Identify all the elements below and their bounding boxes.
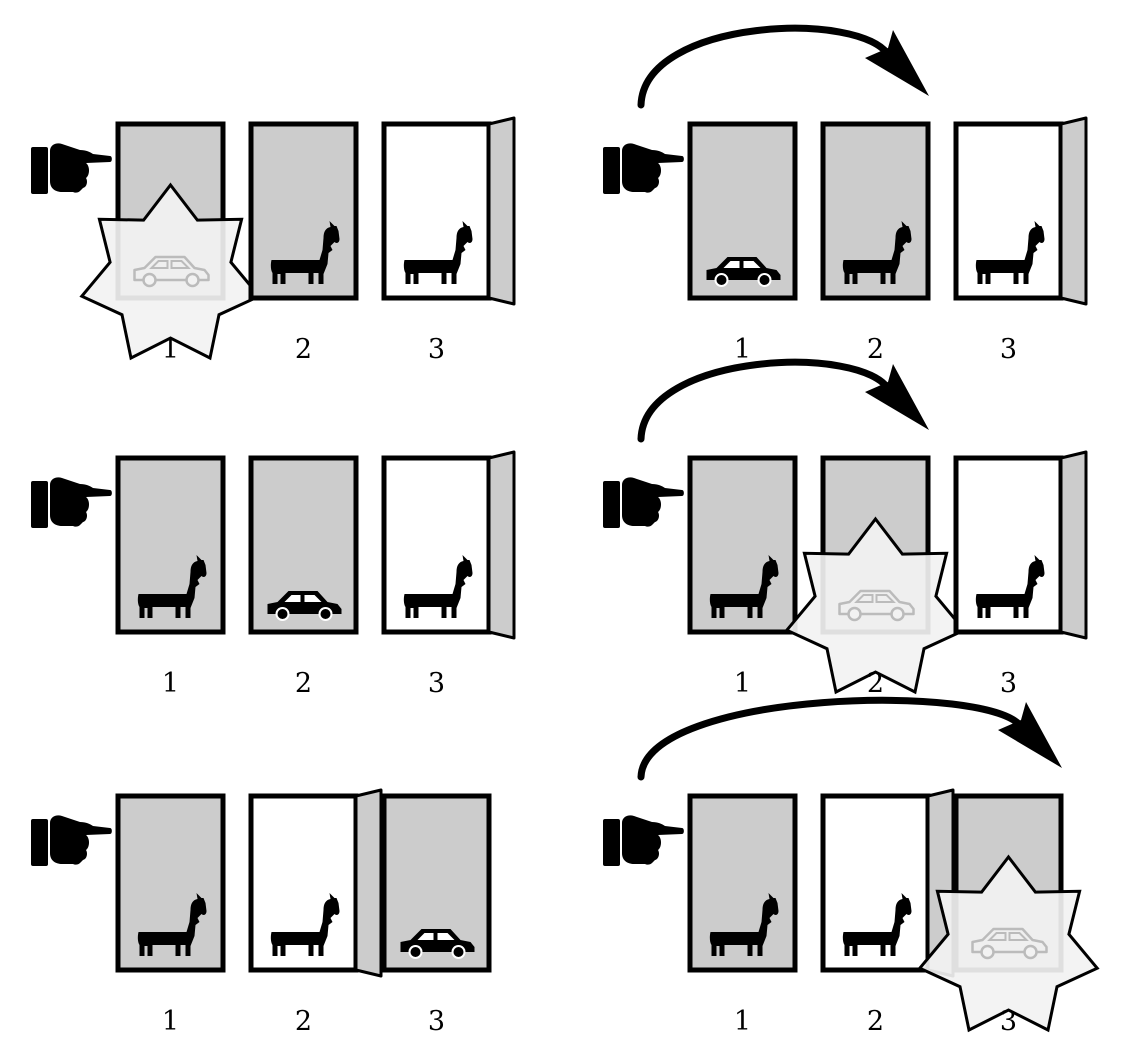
door-3: 3 [381, 450, 516, 699]
door-2: 2 [820, 788, 955, 1037]
door-number-label: 1 [734, 668, 751, 699]
door-2: 2 [248, 121, 359, 365]
panel-row2-right: 1 2 3 [603, 358, 1088, 699]
door-2: 2 [820, 121, 931, 365]
pointing-hand-icon [31, 477, 112, 528]
closed-door [248, 121, 359, 301]
door-1: 1 [79, 121, 262, 365]
door-1: 1 [687, 793, 798, 1037]
door-number-label: 1 [162, 334, 179, 365]
door-number-label: 2 [295, 334, 312, 365]
panel-row1-right: 1 2 3 [603, 24, 1088, 365]
door-leaf [354, 788, 383, 978]
door-number-label: 3 [1000, 334, 1017, 365]
switch-arrow [637, 358, 929, 443]
panel-row3-right: 1 2 3 [603, 696, 1100, 1037]
door-number-label: 3 [1000, 668, 1017, 699]
open-doorway [953, 121, 1064, 301]
door-number-label: 3 [428, 1006, 445, 1037]
switch-arrow [637, 24, 929, 109]
door-1: 1 [687, 455, 798, 699]
door-number-label: 2 [867, 668, 884, 699]
pointing-hand-icon [31, 143, 112, 194]
pointing-hand-icon [31, 815, 112, 866]
door-1: 1 [687, 121, 798, 365]
door-1: 1 [115, 455, 226, 699]
panel-row1-left: 1 2 3 [31, 116, 516, 365]
pointing-hand-icon [603, 815, 684, 866]
reveal-burst [784, 516, 967, 695]
door-3: 3 [381, 116, 516, 365]
closed-door [687, 121, 798, 301]
pointing-hand-icon [603, 143, 684, 194]
door-number-label: 1 [162, 1006, 179, 1037]
door-number-label: 2 [867, 334, 884, 365]
door-leaf [487, 450, 516, 640]
door-number-label: 1 [162, 668, 179, 699]
door-2: 2 [248, 788, 383, 1037]
door-2: 2 [248, 455, 359, 699]
door-number-label: 2 [295, 1006, 312, 1037]
door-3: 3 [381, 793, 492, 1037]
door-3: 3 [917, 793, 1100, 1037]
door-number-label: 2 [295, 668, 312, 699]
pointing-hand-icon [603, 477, 684, 528]
door-number-label: 2 [867, 1006, 884, 1037]
switch-arrow [637, 696, 1062, 781]
door-3: 3 [953, 450, 1088, 699]
door-number-label: 3 [428, 334, 445, 365]
door-1: 1 [115, 793, 226, 1037]
panel-row3-left: 1 2 3 [31, 788, 492, 1037]
door-3: 3 [953, 116, 1088, 365]
door-number-label: 3 [1000, 1006, 1017, 1037]
door-number-label: 3 [428, 668, 445, 699]
door-number-label: 1 [734, 1006, 751, 1037]
reveal-burst [79, 182, 262, 361]
door-leaf [1059, 450, 1088, 640]
reveal-burst [917, 854, 1100, 1033]
door-leaf [1059, 116, 1088, 306]
door-leaf [487, 116, 516, 306]
door-2: 2 [784, 455, 967, 699]
panel-row2-left: 1 2 3 [31, 450, 516, 699]
door-number-label: 1 [734, 334, 751, 365]
